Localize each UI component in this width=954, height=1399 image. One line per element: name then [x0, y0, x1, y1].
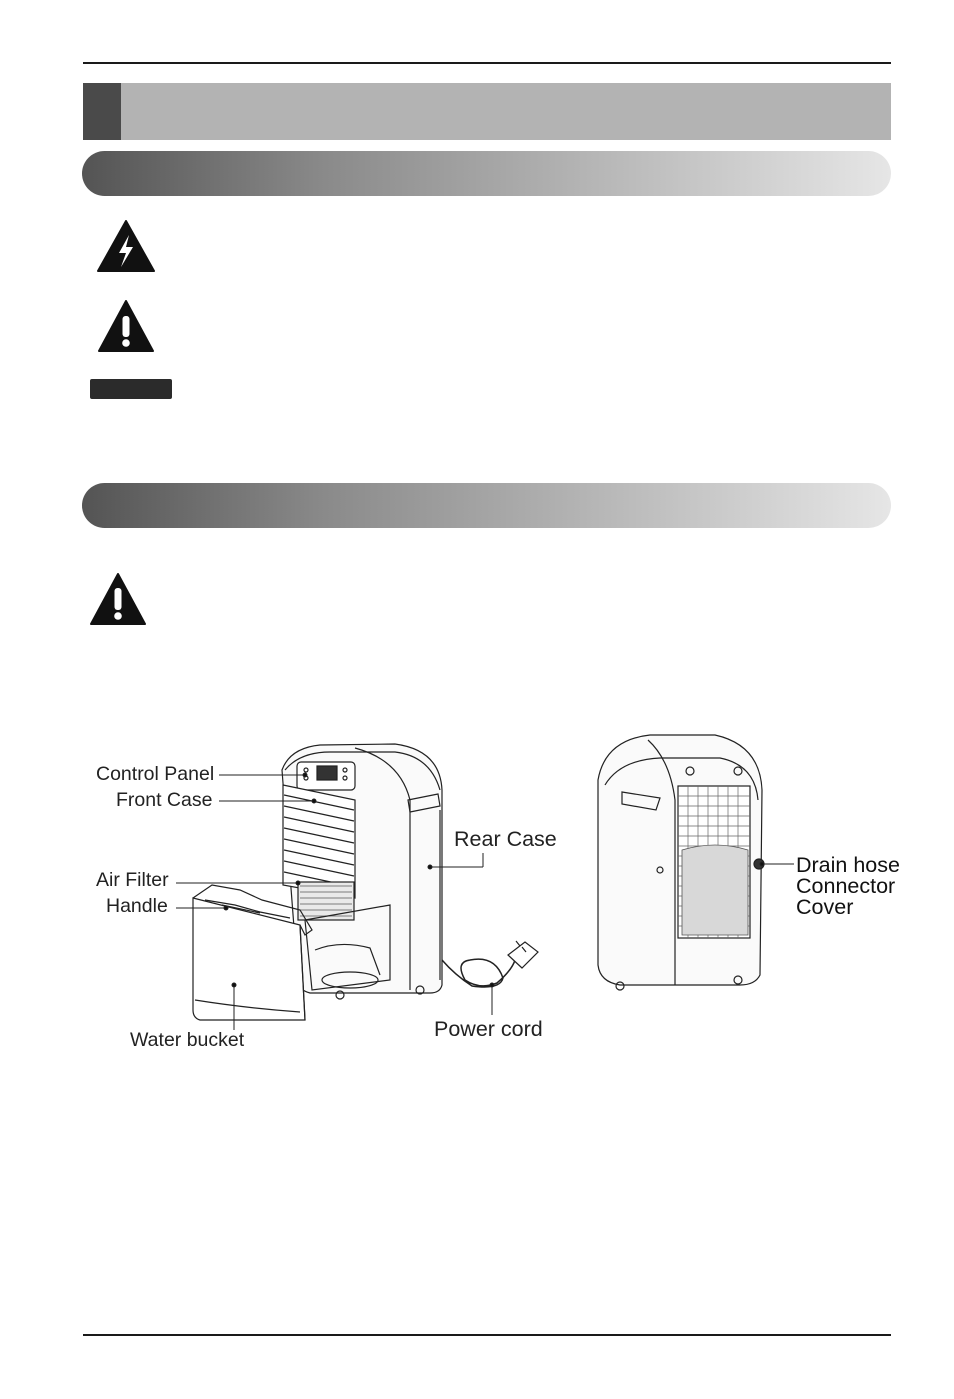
drain-hose-connector-cover-label: Drain hose Connector Cover	[796, 853, 900, 919]
section-bar-parts	[82, 483, 891, 528]
water-bucket-label: Water bucket	[130, 1029, 245, 1051]
drain-label-line-1: Drain hose	[796, 853, 900, 877]
back-unit-drawing	[597, 734, 765, 991]
handle-label: Handle	[106, 895, 168, 917]
section-bar-safety	[82, 151, 891, 196]
callout-leaders	[176, 772, 794, 1030]
control-panel-label: Control Panel	[96, 763, 215, 785]
bottom-rule	[83, 1334, 891, 1336]
drain-label-line-3: Cover	[796, 895, 854, 919]
title-band-tab	[83, 83, 121, 140]
air-filter-label: Air Filter	[96, 869, 169, 891]
front-unit-drawing	[192, 743, 539, 1021]
page-title-band	[83, 83, 891, 140]
power-cord-label: Power cord	[434, 1017, 543, 1041]
caution-icon	[98, 300, 154, 352]
top-rule	[83, 62, 891, 64]
note-tag	[90, 379, 172, 399]
drain-label-line-2: Connector	[796, 874, 896, 898]
electric-warning-icon	[97, 220, 155, 272]
front-case-label: Front Case	[116, 789, 213, 811]
rear-case-label: Rear Case	[454, 827, 557, 851]
caution-icon	[90, 573, 146, 625]
